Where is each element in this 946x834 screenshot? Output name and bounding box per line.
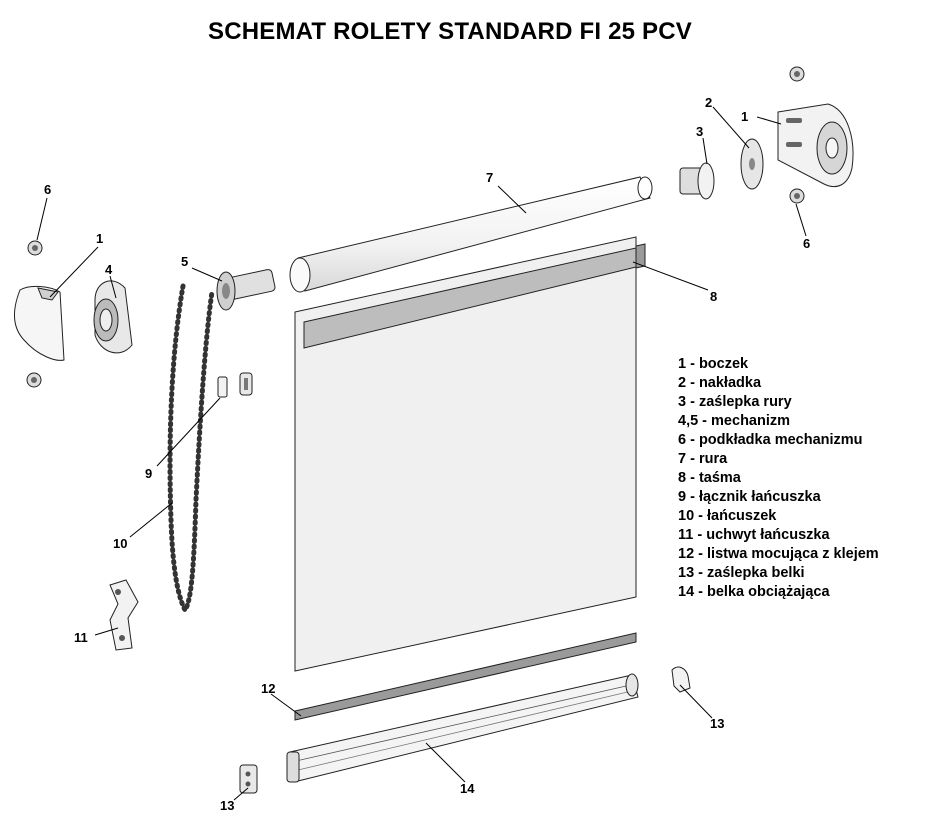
legend-item: 12 - listwa mocująca z klejem [678,546,879,562]
callout-10: 10 [113,536,127,551]
legend-item: 6 - podkładka mechanizmu [678,432,863,448]
legend-item: 4,5 - mechanizm [678,413,791,429]
callout-12: 12 [261,681,275,696]
callout-13-left: 13 [220,798,234,813]
left-side-cover-part-1 [14,285,65,361]
legend-item: 7 - rura [678,451,728,467]
legend-item: 3 - zaślepka rury [678,394,792,410]
legend-item: 14 - belka obciążająca [678,584,830,600]
chain-holder-part-11 [109,579,139,651]
weight-bar-part-14 [286,673,639,783]
callout-1-left: 1 [96,231,103,246]
left-washer-bottom-part-6 [26,372,42,388]
fabric-panel [294,236,637,672]
end-cap-left-part-13 [239,764,258,794]
right-washer-top-part-6 [789,66,805,82]
callout-9: 9 [145,466,152,481]
legend-item: 11 - uchwyt łańcuszka [678,527,830,543]
callout-3: 3 [696,124,703,139]
chain-part-10 [167,283,215,615]
diagram-title: SCHEMAT ROLETY STANDARD FI 25 PCV [208,18,692,45]
callout-14: 14 [460,781,475,796]
end-cap-right-part-13 [671,666,691,693]
mechanism-part-5 [216,269,276,311]
leader-lines [36,106,807,801]
callout-5: 5 [181,254,188,269]
callout-4: 4 [105,262,113,277]
mounting-strip-part-12 [294,632,637,721]
legend-item: 9 - łącznik łańcuszka [678,489,821,505]
tube-part-7 [289,176,653,293]
legend-item: 1 - boczek [678,356,749,372]
callout-2: 2 [705,95,712,110]
callout-6-right: 6 [803,236,810,251]
tube-end-plug-part-3 [679,162,715,200]
mechanism-part-4 [93,280,133,354]
cover-disc-part-2 [740,138,764,190]
parts-legend: 1 - boczek 2 - nakładka 3 - zaślepka rur… [678,355,879,602]
callout-7: 7 [486,170,493,185]
legend-item: 13 - zaślepka belki [678,565,805,581]
callout-11: 11 [74,630,88,645]
left-washer-top-part-6 [27,240,43,256]
right-washer-bottom-part-6 [789,188,805,204]
callout-6-left: 6 [44,182,51,197]
callout-13-right: 13 [710,716,724,731]
callout-1-right: 1 [741,109,748,124]
legend-item: 2 - nakładka [678,375,762,391]
legend-item: 8 - taśma [678,470,741,486]
callout-8: 8 [710,289,717,304]
right-side-bracket-part-1 [777,103,854,188]
connector-part-9 [217,372,253,398]
legend-item: 10 - łańcuszek [678,508,777,524]
